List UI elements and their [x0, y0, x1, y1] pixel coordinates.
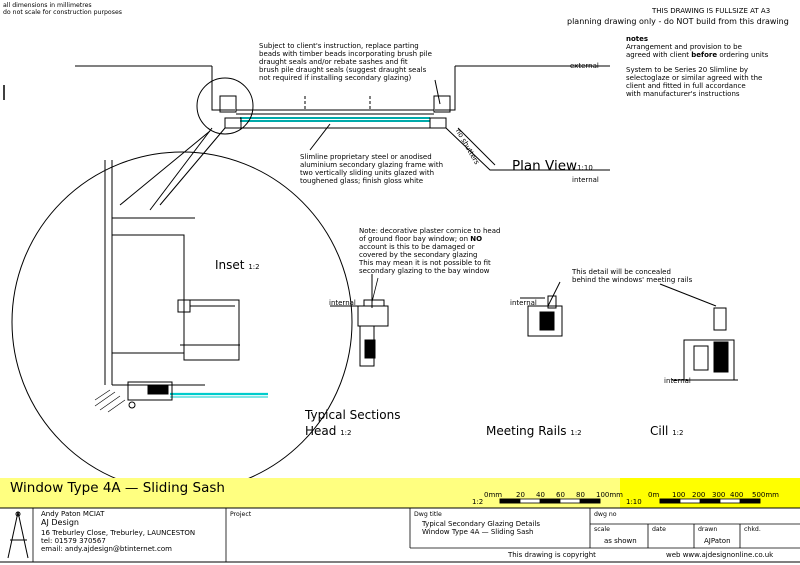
inset-detail-drawing — [11, 151, 353, 493]
scale-right-tick: 100 — [672, 491, 686, 499]
slimline-2: aluminium secondary glazing frame with — [300, 161, 444, 169]
plan-view-title: Plan View1:10 — [512, 158, 593, 174]
scale-bars — [499, 498, 761, 504]
drawn-field-label: drawn — [698, 526, 718, 533]
dwg-title-label: Dwg title — [414, 511, 442, 518]
scale-right-end: 500mm — [752, 491, 779, 499]
company-tel: tel: 01579 370567 — [41, 537, 106, 545]
designer-name: Andy Paton MCIAT — [41, 510, 105, 518]
section-details — [330, 274, 738, 381]
cornice-note-3: account is this to be damaged or — [359, 243, 475, 251]
instruction-2: beads with timber beads incorporating br… — [259, 50, 432, 58]
scale-left-tick: 60 — [556, 491, 565, 499]
notes-line-5: client and fitted in full accordance — [626, 82, 746, 90]
instruction-5: not required if installing secondary gla… — [259, 74, 412, 82]
instruction-1: Subject to client's instruction, replace… — [259, 42, 419, 50]
head-internal-label: internal — [329, 299, 356, 307]
meeting-note-2: behind the windows' meeting rails — [572, 276, 693, 284]
cill-title: Cill 1:2 — [650, 424, 684, 438]
scale-left-tick: 80 — [576, 491, 585, 499]
notes-line-2: agreed with client before ordering units — [626, 51, 769, 59]
inset-title: Inset 1:2 — [215, 258, 260, 272]
notes-line-1: Arrangement and provision to be — [626, 43, 742, 51]
cornice-note-4: covered by the secondary glazing — [359, 251, 478, 259]
cill-internal-label: internal — [664, 377, 691, 385]
scale-left-end: 100mm — [596, 491, 623, 499]
scale-note: do not scale for construction purposes — [3, 9, 122, 16]
planning-note: planning drawing only - do NOT build fro… — [567, 17, 789, 26]
company-name: AJ Design — [41, 518, 79, 527]
scale-left-label: 1:2 — [472, 498, 484, 506]
date-field-label: date — [652, 526, 666, 533]
notes-line-6: with manufacturer's instructions — [626, 90, 740, 98]
dwg-no-label: dwg no — [594, 511, 617, 518]
website-link[interactable]: web www.ajdesignonline.co.uk — [666, 551, 774, 559]
copyright-note: This drawing is copyright — [508, 551, 596, 559]
compass-logo-icon — [7, 511, 29, 559]
scale-left-tick: 40 — [536, 491, 545, 499]
chkd-field-label: chkd. — [744, 526, 761, 533]
plan-external-label: external — [570, 62, 599, 70]
scale-right-tick: 300 — [712, 491, 726, 499]
cornice-note-2: of ground floor bay window; on NO — [359, 235, 483, 243]
meeting-rails-title: Meeting Rails 1:2 — [486, 424, 582, 438]
scale-field-value: as shown — [604, 537, 637, 545]
window-type-title: Window Type 4A — Sliding Sash — [10, 480, 225, 496]
dwg-title-1: Typical Secondary Glazing Details — [422, 520, 540, 528]
head-title: Head 1:2 — [305, 424, 352, 438]
project-label: Project — [230, 511, 252, 518]
scale-left-zero: 0mm — [484, 491, 503, 499]
instruction-3: draught seals and/or rebate sashes and f… — [259, 58, 408, 66]
notes-line-3: System to be Series 20 Slimline by — [626, 66, 749, 74]
plan-internal-label: internal — [572, 176, 599, 184]
company-email: email: andy.ajdesign@btinternet.com — [41, 545, 172, 553]
meeting-note-1: This detail will be concealed — [572, 268, 671, 276]
drawn-field-value: AJPaton — [704, 537, 731, 545]
company-address: 16 Treburley Close, Treburley, LAUNCESTO… — [41, 529, 196, 537]
fullsize-note: THIS DRAWING IS FULLSIZE AT A3 — [652, 7, 771, 15]
scale-field-label: scale — [594, 526, 610, 533]
title-block-frame — [0, 478, 800, 563]
scale-right-label: 1:10 — [626, 498, 642, 506]
slimline-4: toughened glass; finish gloss white — [300, 177, 424, 185]
scale-right-tick: 200 — [692, 491, 706, 499]
scale-left-tick: 20 — [516, 491, 525, 499]
slimline-1: Slimline proprietary steel or anodised — [300, 153, 432, 161]
scale-right-tick: 400 — [730, 491, 744, 499]
scale-right-zero: 0m — [648, 491, 660, 499]
plan-view-drawing — [75, 65, 610, 211]
dwg-title-2: Window Type 4A — Sliding Sash — [422, 528, 534, 536]
slimline-3: two vertically sliding units glazed with — [300, 169, 435, 177]
notes-line-4: selectoglaze or similar agreed with the — [626, 74, 763, 82]
meeting-internal-label: internal — [510, 299, 537, 307]
cornice-note-5: This may mean it is not possible to fit — [359, 259, 491, 267]
cornice-note-6: secondary glazing to the bay window — [359, 267, 490, 275]
cornice-note-1: Note: decorative plaster cornice to head — [359, 227, 501, 235]
instruction-4: brush pile draught seals (suggest draugh… — [259, 66, 427, 74]
typical-sections-title: Typical Sections — [305, 408, 401, 422]
dims-note: all dimensions in millimetres — [3, 2, 92, 9]
notes-title: notes — [626, 35, 649, 43]
